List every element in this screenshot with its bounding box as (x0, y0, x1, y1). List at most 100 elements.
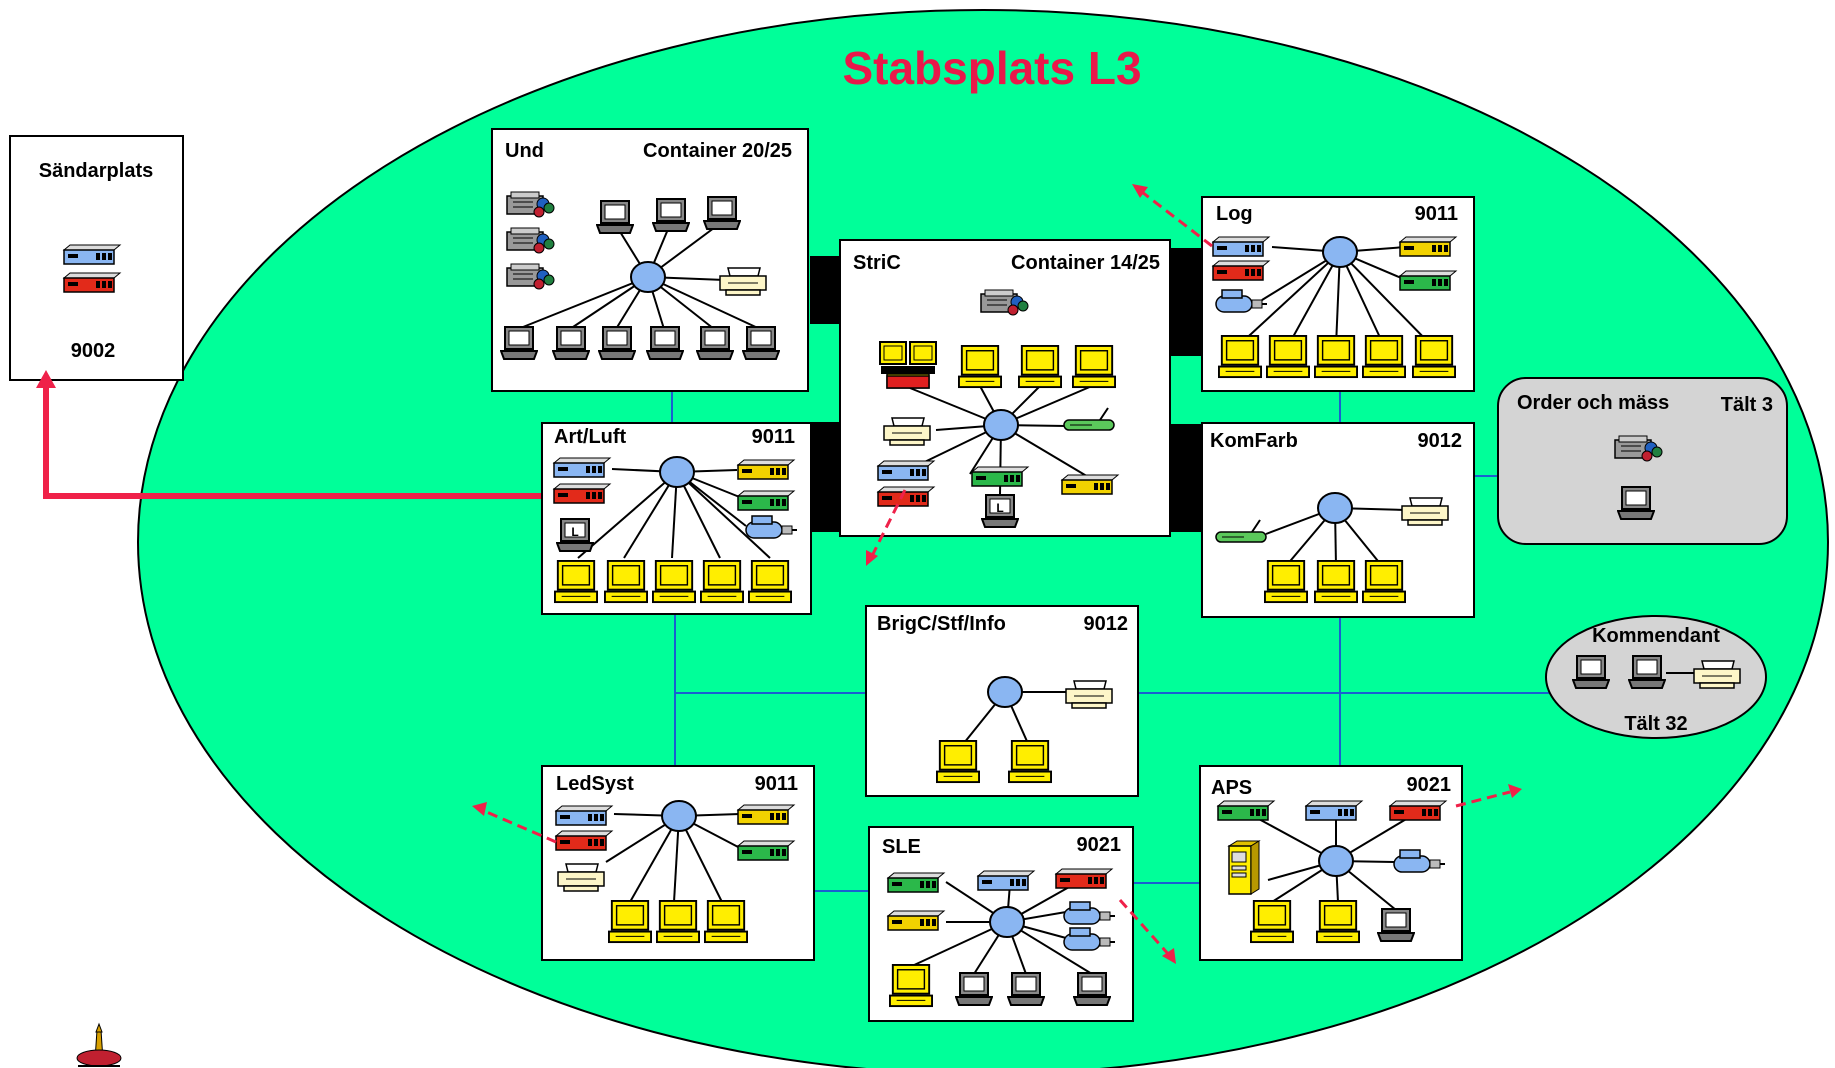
modem-icon (877, 486, 935, 507)
workstation-icon (554, 560, 598, 604)
modem-icon (1212, 260, 1270, 281)
container-ledsyst-name: LedSyst (556, 773, 634, 795)
modem-icon (887, 872, 945, 893)
modem-icon (977, 870, 1035, 891)
hub-icon (661, 800, 697, 832)
lan-backbone (671, 391, 1560, 892)
container-log-number: 9011 (1415, 203, 1458, 225)
modem-icon (555, 830, 613, 851)
container-stric: StriC Container 14/25 L (839, 239, 1171, 537)
laptop-icon (1617, 486, 1655, 520)
tent-order-name: Order och mäss (1517, 392, 1669, 414)
container-ledsyst-number: 9011 (755, 773, 798, 795)
workstation-icon (1250, 900, 1294, 944)
modem-icon (877, 460, 935, 481)
workstation-icon (936, 740, 980, 784)
hub-icon (989, 906, 1025, 938)
workstation-icon (958, 345, 1002, 389)
container-komfarb: KomFarb 9012 (1201, 422, 1475, 618)
uplink-arrowhead (36, 370, 56, 388)
modem-icon (1061, 474, 1119, 495)
workstation-icon (1314, 335, 1358, 379)
modem-icon (1217, 800, 1275, 821)
container-aps: APS 9021 (1199, 765, 1463, 961)
laptop-icon (646, 326, 684, 360)
container-und: Und Container 20/25 (491, 128, 809, 392)
modem-icon (737, 840, 795, 861)
workstation-icon (604, 560, 648, 604)
sandarplats-number: 9002 (71, 340, 116, 362)
server-tower-icon (1228, 840, 1260, 895)
laptop-icon (652, 198, 690, 232)
modem-icon (553, 483, 611, 504)
laptop-icon (598, 326, 636, 360)
modem-icon (737, 804, 795, 825)
hub-icon (630, 261, 666, 293)
modem-icon (1399, 236, 1457, 257)
workstation-icon (1218, 335, 1262, 379)
laptop-icon (596, 200, 634, 234)
tent-kommendant-tent: Tält 32 (1624, 713, 1687, 735)
modem-icon (1399, 270, 1457, 291)
container-und-extra: Container 20/25 (643, 140, 792, 162)
tent-order: Order och mäss Tält 3 (1497, 377, 1788, 545)
container-sle-name: SLE (882, 836, 921, 858)
workstation-icon (700, 560, 744, 604)
container-log-name: Log (1216, 203, 1253, 225)
modem-icon (1305, 800, 1363, 821)
workstation-icon (704, 900, 748, 944)
laptop-icon (1628, 655, 1666, 689)
modem-icon (737, 490, 795, 511)
hub-icon (983, 409, 1019, 441)
workstation-icon (889, 964, 933, 1008)
laptop-icon (552, 326, 590, 360)
hub-icon (1322, 236, 1358, 268)
laptop-marker: L (996, 501, 1003, 515)
tent-order-tent: Tält 3 (1721, 394, 1773, 416)
container-ledsyst: LedSyst 9011 (541, 765, 815, 961)
modem-icon (1212, 236, 1270, 257)
hub-icon (1318, 845, 1354, 877)
workstation-icon (656, 900, 700, 944)
workstation-icon (1072, 345, 1116, 389)
uplink-line (43, 379, 545, 499)
container-stric-extra: Container 14/25 (1011, 252, 1160, 274)
container-und-name: Und (505, 140, 544, 162)
workstation-icon (608, 900, 652, 944)
workstation-icon (1316, 900, 1360, 944)
laptop-icon (1572, 655, 1610, 689)
container-stric-name: StriC (853, 252, 901, 274)
container-aps-number: 9021 (1407, 774, 1452, 796)
external-link-arrowheads (472, 184, 1522, 964)
container-artluft-name: Art/Luft (554, 426, 627, 448)
container-sle: SLE 9021 (868, 826, 1134, 1022)
modem-icon (555, 805, 613, 826)
container-couplings (810, 248, 1202, 532)
laptop-icon (955, 972, 993, 1006)
workstation-icon (1412, 335, 1456, 379)
container-artluft: Art/Luft 9011 L (541, 422, 812, 615)
laptop-icon (703, 196, 741, 230)
modem-icon (971, 466, 1029, 487)
workstation-icon (1018, 345, 1062, 389)
laptop-icon (742, 326, 780, 360)
workstation-icon (1314, 560, 1358, 604)
hub-icon (987, 676, 1023, 708)
modem-icon (1055, 868, 1113, 889)
workstation-icon (1362, 560, 1406, 604)
sandarplats-label: Sändarplats (39, 160, 153, 182)
laptop-icon (1073, 972, 1111, 1006)
sandarplats-box: Sändarplats 9002 (9, 135, 184, 381)
laptop-icon (696, 326, 734, 360)
modem-icon (887, 910, 945, 931)
page-title: Stabsplats L3 (842, 42, 1141, 94)
workstation-icon (1008, 740, 1052, 784)
laptop-icon (1377, 908, 1415, 942)
container-aps-name: APS (1211, 777, 1252, 799)
workstation-icon (652, 560, 696, 604)
workstation-icon (1264, 560, 1308, 604)
container-komfarb-number: 9012 (1418, 430, 1463, 452)
hub-icon (659, 456, 695, 488)
emblem-icon (76, 1022, 122, 1067)
